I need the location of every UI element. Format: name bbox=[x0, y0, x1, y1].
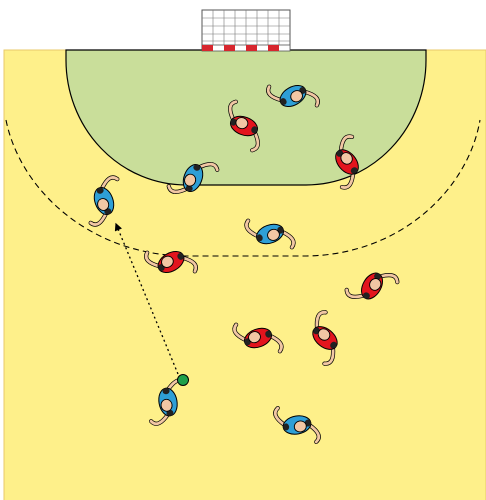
goal-net-icon bbox=[202, 10, 290, 51]
ball-icon bbox=[178, 375, 189, 386]
